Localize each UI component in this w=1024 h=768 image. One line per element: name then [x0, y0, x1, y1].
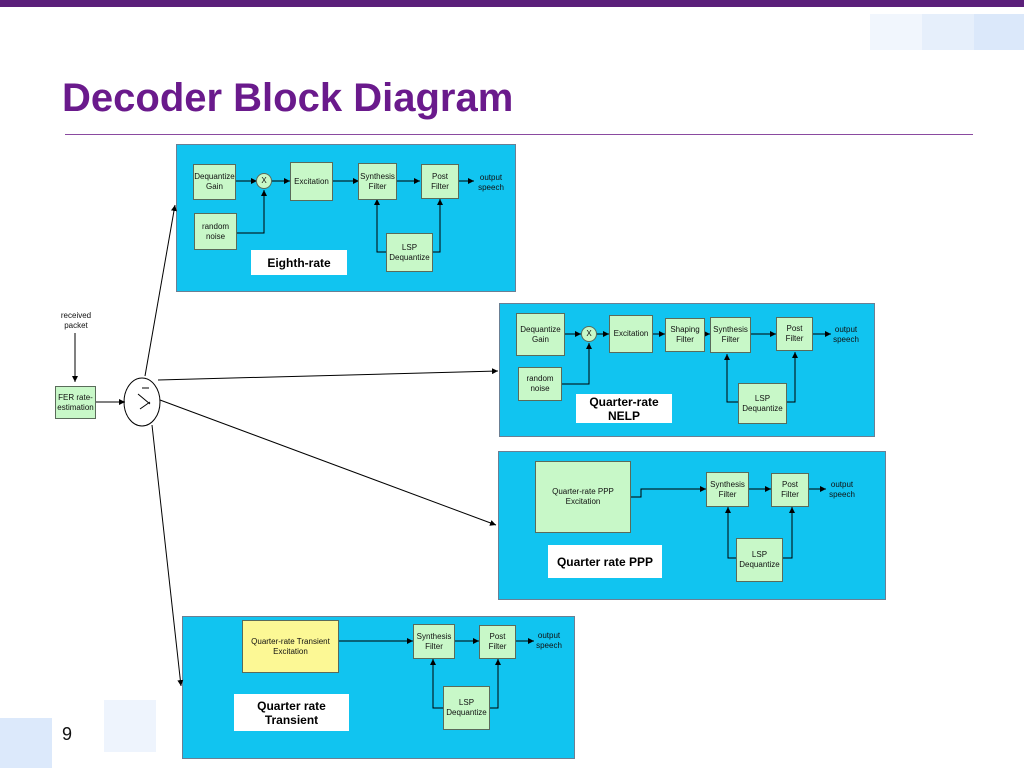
eighth-rate-caption: Eighth-rate: [251, 250, 347, 275]
lsp-dequantize-block: LSP Dequantize: [736, 538, 783, 582]
fer-rate-estimation-block: FER rate- estimation: [55, 386, 96, 419]
excitation-block: Excitation: [609, 315, 653, 353]
synthesis-filter-block: Synthesis Filter: [710, 317, 751, 353]
corner-decoration-top: [974, 14, 1024, 50]
quarter-rate-ppp-excitation-block: Quarter-rate PPP Excitation: [535, 461, 631, 533]
multiplier-node: X: [256, 173, 272, 189]
output-speech-label: output speech: [829, 480, 855, 499]
quarter-rate-ppp-caption: Quarter rate PPP: [548, 545, 662, 578]
corner-decoration-bottom: [0, 718, 52, 768]
random-noise-block: random noise: [518, 367, 562, 401]
post-filter-block: Post Filter: [776, 317, 813, 351]
quarter-rate-transient-panel: [182, 616, 575, 759]
corner-decoration-top: [922, 14, 974, 50]
slide-title: Decoder Block Diagram: [62, 76, 514, 120]
post-filter-block: Post Filter: [479, 625, 516, 659]
quarter-rate-nelp-caption: Quarter-rate NELP: [576, 394, 672, 423]
corner-decoration-bottom: [104, 700, 156, 752]
quarter-rate-transient-excitation-block: Quarter-rate Transient Excitation: [242, 620, 339, 673]
random-noise-block: random noise: [194, 213, 237, 250]
top-bar: [0, 0, 1024, 7]
output-speech-label: output speech: [833, 325, 859, 344]
quarter-rate-transient-caption: Quarter rate Transient: [234, 694, 349, 731]
post-filter-block: Post Filter: [421, 164, 459, 199]
received-packet-label: received packet: [60, 311, 92, 330]
synthesis-filter-block: Synthesis Filter: [706, 472, 749, 507]
dequantize-gain-block: Dequantize Gain: [516, 313, 565, 356]
title-divider: [65, 134, 973, 135]
output-speech-label: output speech: [536, 631, 562, 650]
lsp-dequantize-block: LSP Dequantize: [738, 383, 787, 424]
output-speech-label: output speech: [478, 173, 504, 192]
corner-decoration-top: [870, 14, 922, 50]
shaping-filter-block: Shaping Filter: [665, 318, 705, 352]
synthesis-filter-block: Synthesis Filter: [358, 163, 397, 200]
lsp-dequantize-block: LSP Dequantize: [386, 233, 433, 272]
lsp-dequantize-block: LSP Dequantize: [443, 686, 490, 730]
dequantize-gain-block: Dequantize Gain: [193, 164, 236, 200]
synthesis-filter-block: Synthesis Filter: [413, 624, 455, 659]
post-filter-block: Post Filter: [771, 473, 809, 507]
multiplier-node: X: [581, 326, 597, 342]
excitation-block: Excitation: [290, 162, 333, 201]
page-number: 9: [62, 724, 73, 744]
